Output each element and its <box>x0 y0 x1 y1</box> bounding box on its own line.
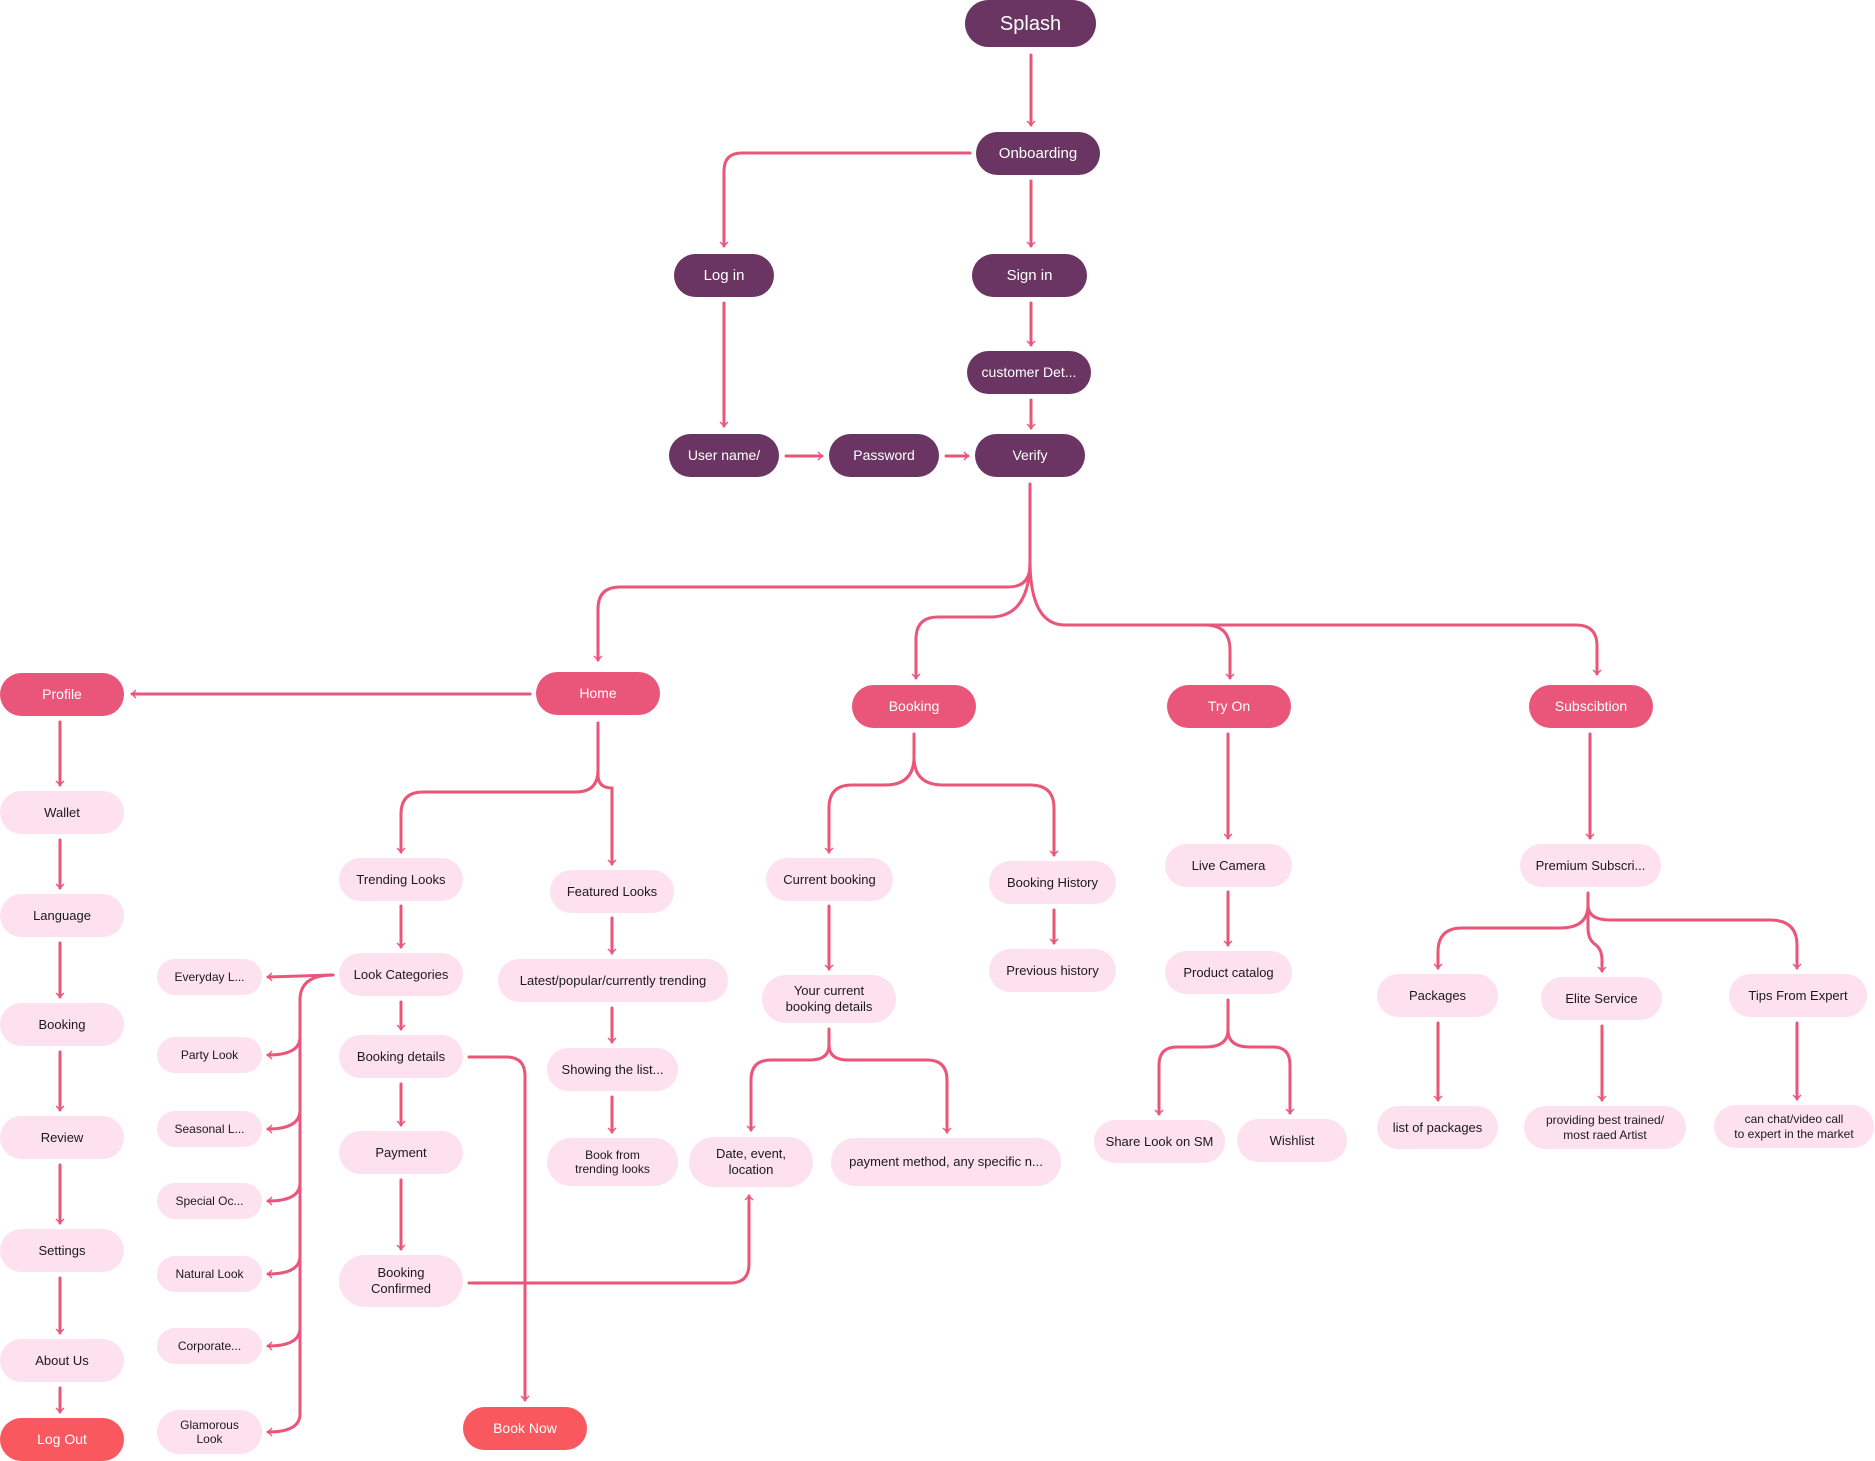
connector-details-date <box>746 1027 831 1132</box>
payment-method-node[interactable]: payment method, any specific n... <box>831 1138 1061 1186</box>
connector-verify-booking <box>911 558 1032 680</box>
username-node[interactable]: User name/ <box>669 434 779 477</box>
booking-details-node[interactable]: Booking details <box>339 1035 463 1078</box>
connector-categories-corporate <box>266 1254 302 1351</box>
everyday-look-node[interactable]: Everyday L... <box>157 959 262 995</box>
language-node[interactable]: Language <box>0 894 124 937</box>
tips-from-expert-node[interactable]: Tips From Expert <box>1729 974 1867 1017</box>
login-node[interactable]: Log in <box>674 254 774 297</box>
current-booking-details-node[interactable]: Your current booking details <box>762 975 896 1023</box>
connector-catalog-wishlist <box>1226 1028 1295 1115</box>
connector-booking-history <box>912 755 1059 857</box>
connector-catalog-share <box>1154 998 1230 1116</box>
live-camera-node[interactable]: Live Camera <box>1165 844 1292 887</box>
connector-confirmed-date <box>467 1194 754 1285</box>
list-of-packages-node[interactable]: list of packages <box>1377 1106 1498 1149</box>
about-us-node[interactable]: About Us <box>0 1339 124 1382</box>
wallet-node[interactable]: Wallet <box>0 791 124 834</box>
splash-node[interactable]: Splash <box>965 0 1096 47</box>
book-now-button[interactable]: Book Now <box>463 1407 587 1450</box>
party-look-node[interactable]: Party Look <box>157 1037 262 1073</box>
log-out-node[interactable]: Log Out <box>0 1418 124 1461</box>
signin-node[interactable]: Sign in <box>972 254 1087 297</box>
connector-categories-natural <box>266 1181 302 1279</box>
booking-history-node[interactable]: Booking History <box>989 861 1116 904</box>
look-categories-node[interactable]: Look Categories <box>339 953 463 996</box>
try-on-node[interactable]: Try On <box>1167 685 1291 728</box>
trending-looks-node[interactable]: Trending Looks <box>339 858 463 901</box>
packages-node[interactable]: Packages <box>1377 974 1498 1017</box>
special-occasion-node[interactable]: Special Oc... <box>157 1183 262 1219</box>
connector-details-booknow <box>467 1055 530 1402</box>
connector-booking-current <box>824 732 916 854</box>
booking-node[interactable]: Booking <box>852 685 976 728</box>
payment-node[interactable]: Payment <box>339 1131 463 1174</box>
share-look-node[interactable]: Share Look on SM <box>1094 1120 1225 1163</box>
verify-node[interactable]: Verify <box>975 434 1085 477</box>
connector-premium-tips <box>1586 903 1802 970</box>
showing-list-node[interactable]: Showing the list... <box>547 1048 678 1091</box>
best-trained-artist-node[interactable]: providing best trained/ most raed Artist <box>1524 1106 1686 1149</box>
product-catalog-node[interactable]: Product catalog <box>1165 951 1292 994</box>
date-event-location-node[interactable]: Date, event, location <box>689 1137 813 1187</box>
chat-video-expert-node[interactable]: can chat/video call to expert in the mar… <box>1714 1105 1874 1148</box>
booking-confirmed-node[interactable]: Booking Confirmed <box>339 1255 463 1307</box>
connector-home-trending <box>396 721 600 854</box>
connector-home-featured <box>596 742 617 866</box>
profile-node[interactable]: Profile <box>0 673 124 716</box>
profile-booking-node[interactable]: Booking <box>0 1003 124 1046</box>
settings-node[interactable]: Settings <box>0 1229 124 1272</box>
connector-verify-subscription <box>1063 623 1602 676</box>
connector-premium-packages <box>1433 891 1590 970</box>
customer-details-node[interactable]: customer Det... <box>967 351 1091 394</box>
subscription-node[interactable]: Subscibtion <box>1529 685 1653 728</box>
current-booking-node[interactable]: Current booking <box>766 858 893 901</box>
natural-look-node[interactable]: Natural Look <box>157 1256 262 1292</box>
elite-service-node[interactable]: Elite Service <box>1541 977 1662 1020</box>
corporate-look-node[interactable]: Corporate... <box>157 1328 262 1364</box>
connector-onboarding-login <box>719 151 972 248</box>
connector-premium-elite <box>1586 903 1607 973</box>
home-node[interactable]: Home <box>536 672 660 715</box>
book-from-trending-node[interactable]: Book from trending looks <box>547 1138 678 1186</box>
connector-verify-tryon <box>1028 558 1235 680</box>
connector-details-payment-method <box>827 1043 952 1134</box>
connector-categories-party <box>266 973 335 1060</box>
password-node[interactable]: Password <box>829 434 939 477</box>
latest-popular-node[interactable]: Latest/popular/currently trending <box>498 959 728 1002</box>
connector-verify-home <box>593 482 1032 662</box>
review-node[interactable]: Review <box>0 1116 124 1159</box>
connector-categories-seasonal <box>266 1035 302 1134</box>
featured-looks-node[interactable]: Featured Looks <box>550 870 674 913</box>
onboarding-node[interactable]: Onboarding <box>976 132 1100 175</box>
glamorous-look-node[interactable]: Glamorous Look <box>157 1410 262 1454</box>
premium-subscription-node[interactable]: Premium Subscri... <box>1520 844 1661 887</box>
wishlist-node[interactable]: Wishlist <box>1237 1119 1347 1162</box>
connector-categories-glamorous <box>266 1326 302 1437</box>
previous-history-node[interactable]: Previous history <box>989 949 1116 992</box>
seasonal-look-node[interactable]: Seasonal L... <box>157 1111 262 1147</box>
